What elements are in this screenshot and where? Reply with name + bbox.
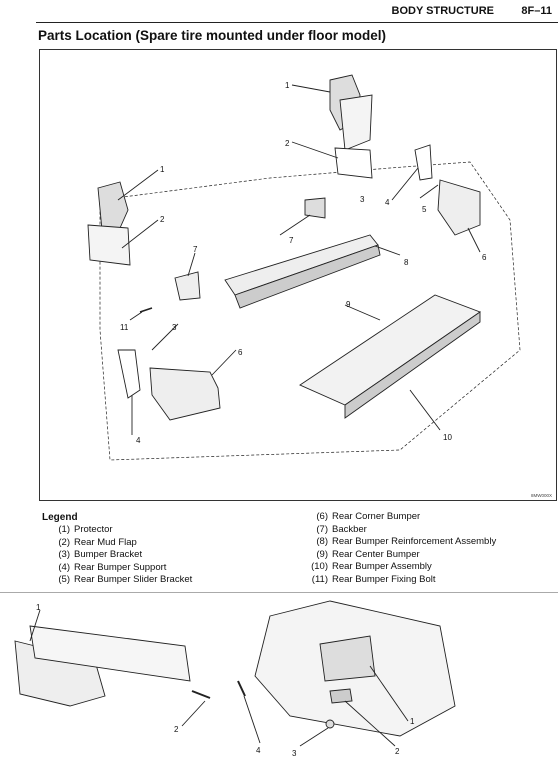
support-part — [117, 349, 141, 399]
mud-flap-left — [87, 224, 131, 266]
callout-8: 8 — [404, 258, 409, 267]
backber-part — [304, 197, 326, 219]
corner-bumper-left — [149, 367, 221, 421]
detail-callout-2: 2 — [174, 725, 179, 734]
reinforcement-part — [224, 234, 379, 296]
protector-left — [97, 181, 129, 231]
callout-7: 7 — [193, 245, 198, 254]
callout-1: 1 — [285, 81, 290, 90]
corner-bumper-right — [437, 179, 481, 236]
legend: Legend (1)Protector (2)Rear Mud Flap (3)… — [42, 511, 558, 587]
callout-2b: 2 — [160, 215, 165, 224]
callout-9: 9 — [346, 300, 351, 309]
detail-callout-2b: 2 — [395, 747, 400, 756]
mud-flap-lower — [334, 147, 373, 179]
assembly-outline — [99, 161, 521, 461]
callout-11: 11 — [120, 323, 129, 332]
legend-title: Legend — [42, 512, 78, 523]
callout-3: 3 — [172, 323, 177, 332]
detail-callout-3: 3 — [292, 749, 297, 758]
legend-item: (5)Rear Bumper Slider Bracket — [58, 574, 193, 586]
mud-flap-part — [339, 94, 373, 151]
legend-item: (4)Rear Bumper Support — [58, 561, 167, 573]
callout-10: 10 — [443, 433, 452, 442]
detail-bolt — [191, 690, 211, 699]
section-title: BODY STRUCTURE — [391, 5, 494, 17]
legend-item: (11)Rear Bumper Fixing Bolt — [311, 573, 436, 585]
fixing-bolt — [139, 307, 153, 313]
center-bumper-part — [299, 294, 481, 406]
slider-bracket — [414, 144, 433, 181]
parts-diagram: 1 2 1 2 7 3 7 8 9 10 6 5 4 3 4 6 11 8MW0… — [39, 49, 557, 501]
detail-drawings: 1 2 4 3 2 1 — [14, 600, 456, 758]
callout-4b: 4 — [136, 436, 141, 445]
callout-2: 2 — [285, 139, 290, 148]
legend-item: (1)Protector — [58, 524, 113, 535]
callout-4: 4 — [385, 198, 390, 207]
section-divider — [0, 592, 558, 593]
legend-item: (8)Rear Bumper Reinforcement Assembly — [316, 536, 497, 548]
detail-callout-4: 4 — [256, 746, 261, 755]
callout-1b: 1 — [160, 165, 165, 174]
callout-6: 6 — [482, 253, 487, 262]
legend-item: (7)Backber — [316, 523, 367, 535]
legend-right-column: (6)Rear Corner Bumper (7)Backber (8)Rear… — [300, 511, 558, 587]
callout-7b: 7 — [289, 236, 294, 245]
legend-left-column: (1)Protector (2)Rear Mud Flap (3)Bumper … — [42, 524, 300, 587]
detail-nut — [325, 719, 335, 729]
legend-item: (6)Rear Corner Bumper — [316, 511, 421, 522]
legend-item: (9)Rear Center Bumper — [316, 548, 420, 560]
callout-3b: 3 — [360, 195, 365, 204]
detail-bracket — [319, 635, 376, 682]
bracket-part — [174, 271, 201, 301]
detail-callout-1b: 1 — [410, 717, 415, 726]
legend-item: (3)Bumper Bracket — [58, 549, 143, 561]
page-title: Parts Location (Spare tire mounted under… — [38, 28, 387, 43]
legend-item: (2)Rear Mud Flap — [58, 536, 137, 548]
figure-code: 8MW000X — [530, 493, 552, 498]
legend-item: (10)Rear Bumper Assembly — [311, 561, 432, 573]
callout-5: 5 — [422, 205, 427, 214]
exploded-view-drawing: 1 2 1 2 7 3 7 8 9 10 6 5 4 3 4 6 11 — [87, 74, 521, 461]
detail-callout-1: 1 — [36, 603, 41, 612]
callout-6b: 6 — [238, 348, 243, 357]
detail-bumper-rail — [29, 625, 191, 682]
page-header: BODY STRUCTURE 8F–11 — [36, 0, 558, 23]
page-number: 8F–11 — [521, 5, 552, 17]
